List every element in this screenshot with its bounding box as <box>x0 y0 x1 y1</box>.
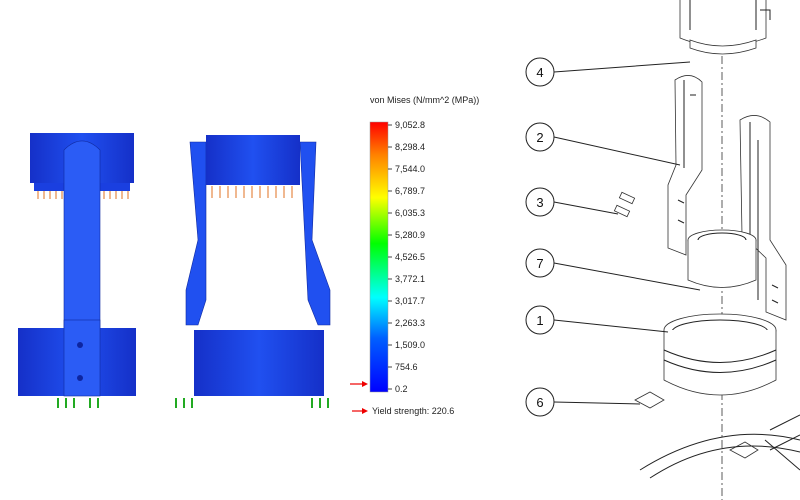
balloon-circle <box>525 187 555 217</box>
legend-tick-label: 9,052.8 <box>395 120 425 130</box>
balloon-number: 4 <box>536 65 543 80</box>
load-arrows <box>37 191 129 199</box>
legend-tick-label: 1,509.0 <box>395 340 425 350</box>
fea-model-side <box>175 135 331 408</box>
exploded-assembly-drawing: 4 2 3 7 1 6 <box>525 0 800 500</box>
part-balloon-7: 7 <box>525 248 555 278</box>
legend-tick-label: 754.6 <box>395 362 418 372</box>
legend-tick-label: 2,263.3 <box>395 318 425 328</box>
legend-tick-label: 8,298.4 <box>395 142 425 152</box>
legend-tick-label: 3,772.1 <box>395 274 425 284</box>
legend-tick-label: 6,789.7 <box>395 186 425 196</box>
balloon-number: 3 <box>536 195 543 210</box>
legend-tick-label: 4,526.5 <box>395 252 425 262</box>
part-balloon-6: 6 <box>525 387 555 417</box>
fixture-icons <box>175 398 329 408</box>
part-balloon-2: 2 <box>525 122 555 152</box>
part-balloon-1: 1 <box>525 305 555 335</box>
balloon-circle <box>525 122 555 152</box>
legend-tick-label: 0.2 <box>395 384 408 394</box>
legend-tick-label: 7,544.0 <box>395 164 425 174</box>
balloon-circle <box>525 387 555 417</box>
legend-tick-label: 6,035.3 <box>395 208 425 218</box>
color-scale-bar <box>369 121 389 393</box>
balloon-number: 2 <box>536 130 543 145</box>
balloon-circle <box>525 248 555 278</box>
balloon-number: 1 <box>536 313 543 328</box>
balloon-number: 7 <box>536 256 543 271</box>
legend-tick-label: 5,280.9 <box>395 230 425 240</box>
legend-tick-label: 3,017.7 <box>395 296 425 306</box>
yield-strength-label: Yield strength: 220.6 <box>372 406 454 416</box>
fea-model-front <box>18 133 136 408</box>
balloon-circle <box>525 305 555 335</box>
load-arrows <box>211 186 293 198</box>
stress-legend: von Mises (N/mm^2 (MPa)) 9,052.8 8,298.4 7… <box>350 95 479 416</box>
balloon-circle <box>525 57 555 87</box>
fixture-icons <box>57 398 99 408</box>
legend-title: von Mises (N/mm^2 (MPa)) <box>370 95 479 105</box>
balloon-number: 6 <box>536 395 543 410</box>
part-balloon-3: 3 <box>525 187 555 217</box>
part-balloon-4: 4 <box>525 57 555 87</box>
